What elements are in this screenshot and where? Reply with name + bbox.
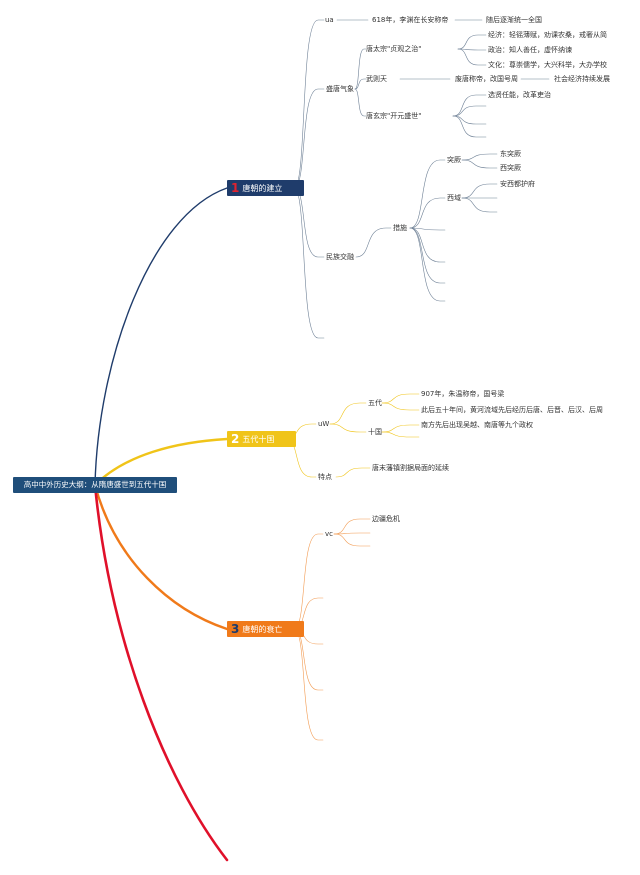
topic-later-dynasties[interactable]: 此后五十年间，黄河流域先后经历后唐、后晋、后汉、后周 [421,406,603,414]
branch-label: 五代十国 [242,435,275,444]
link-m-6 [409,227,446,302]
branch-number: 2 [231,432,240,446]
link-wudai [329,402,367,425]
link-m-3 [409,227,446,231]
link-ethnic [293,187,325,258]
link-vc-3 [333,533,371,547]
link-high-tang [293,88,325,189]
link-xuanzong [354,88,367,117]
main-connector-4 [93,483,229,862]
topic-wudai[interactable]: 五代 [368,399,382,407]
topic-wu-economy[interactable]: 社会经济持续发展 [554,75,610,83]
link-vc-1 [333,518,371,535]
link-ua [293,19,325,189]
main-connector-3 [93,483,229,631]
link-vc-2 [333,532,371,535]
topic-xuanzong-reform[interactable]: 选贤任能，改革吏治 [488,91,551,99]
topic-west-tujue[interactable]: 西突厥 [500,164,521,172]
main-connector-1 [94,187,228,486]
link-tj-e [461,153,498,161]
topic-unify[interactable]: 随后逐渐统一全国 [486,16,542,24]
link-wd-2 [381,402,420,411]
link-shiguo [329,423,367,433]
link-tujue [409,159,446,229]
topic-ethnic-fusion[interactable]: 民族交融 [326,253,354,261]
link-wu [354,78,367,90]
topic-wu-zetian[interactable]: 武则天 [366,75,387,83]
topic-measures[interactable]: 措施 [393,224,407,232]
link-taizong-pol [457,48,487,51]
link-tj-w [461,159,498,169]
link-m-4 [409,227,446,263]
main-connector-2 [93,437,229,487]
topic-li-yuan[interactable]: 618年，李渊在长安称帝 [372,16,449,24]
topic-east-tujue[interactable]: 东突厥 [500,150,521,158]
topic-ua[interactable]: ua [325,16,334,24]
link-taizong-cul [457,48,487,66]
link-vc [293,533,324,630]
topic-zhu-wen[interactable]: 907年，朱温称帝，国号梁 [421,390,505,398]
topic-anxi[interactable]: 安西都护府 [500,180,535,188]
link-taizong [354,48,367,90]
topic-taizong-econ[interactable]: 经济：轻徭薄赋，劝课农桑，戒奢从简 [488,31,607,39]
link-xz-4 [452,115,487,138]
branch-label: 唐朝的衰亡 [242,625,283,634]
topic-shiguo[interactable]: 十国 [368,428,382,436]
branch-number: 1 [231,181,240,195]
link-wd-1 [381,393,420,404]
topic-vc[interactable]: vc [325,530,333,538]
link-xz-1 [452,94,487,117]
link-xy-1 [461,183,498,199]
link-b3-4 [293,628,324,691]
link-taizong-econ [457,34,487,50]
link-sg-2 [381,431,420,438]
topic-fanzhen[interactable]: 唐末藩镇割据局面的延续 [372,464,449,472]
topic-frontier-crisis[interactable]: 边疆危机 [372,515,400,523]
branch-number: 3 [231,622,240,636]
topic-features[interactable]: 特点 [318,473,332,481]
link-ft-1 [335,467,371,478]
topic-wu-zhou[interactable]: 废唐称帝，改国号周 [455,75,518,83]
link-b3-5 [293,628,324,741]
link-measures [355,227,392,258]
topic-tujue[interactable]: 突厥 [447,156,461,164]
link-sg-1 [381,424,420,433]
root-topic[interactable]: 高中中外历史大纲：从隋唐盛世到五代十国 [13,477,177,493]
topic-taizong[interactable]: 唐太宗"贞观之治" [366,45,422,53]
topic-taizong-politics[interactable]: 政治：知人善任，虚怀纳谏 [488,46,572,54]
link-xz-3 [452,115,487,125]
branch-label: 唐朝的建立 [242,184,283,193]
topic-xuanzong[interactable]: 唐玄宗"开元盛世" [366,112,422,120]
topic-taizong-culture[interactable]: 文化：尊崇儒学，大兴科举，大办学校 [488,61,607,69]
topic-southern-states[interactable]: 南方先后出现吴越、南唐等九个政权 [421,421,533,429]
topic-high-tang[interactable]: 盛唐气象 [326,85,354,93]
topic-xiyu[interactable]: 西域 [447,194,461,202]
topic-uw[interactable]: uW [318,420,330,428]
link-xy-3 [461,197,498,213]
link-xz-2 [452,105,487,117]
link-xiyu [409,197,446,229]
link-empty-1 [293,187,325,339]
